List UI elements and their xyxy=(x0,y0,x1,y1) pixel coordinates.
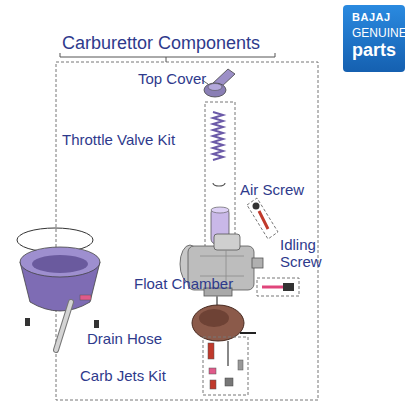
air-screw-head xyxy=(253,203,260,210)
brand-text: BAJAJ xyxy=(352,11,405,23)
clip-part xyxy=(213,183,225,186)
bolt-part xyxy=(80,295,91,300)
group-frame xyxy=(56,62,318,400)
filter-housing-inner xyxy=(32,255,88,273)
top-cover-cap xyxy=(208,84,222,91)
part-label: Float Chamber xyxy=(134,275,233,292)
drain-hose-part xyxy=(56,302,71,350)
float-needle xyxy=(216,296,218,306)
jet-part xyxy=(210,380,216,389)
drain-hose-outline xyxy=(56,302,71,350)
float-chamber-part xyxy=(192,305,244,341)
screw-part xyxy=(25,318,99,328)
part-label: Throttle Valve Kit xyxy=(62,131,175,148)
air-screw-part xyxy=(259,211,268,229)
jet-part xyxy=(209,368,216,374)
jet-part xyxy=(225,378,233,386)
top-cover-part xyxy=(204,83,226,97)
carb-nozzle xyxy=(252,258,263,268)
part-label: Air Screw xyxy=(240,181,304,198)
brand-text: GENUINE xyxy=(352,27,405,40)
jet-part xyxy=(238,360,243,370)
idling-screw-part xyxy=(262,286,283,289)
brand-badge: BAJAJ GENUINEparts xyxy=(343,5,405,72)
part-label: Drain Hose xyxy=(87,330,162,347)
part-label: Top Cover xyxy=(138,70,206,87)
screw-frame xyxy=(247,198,278,239)
screw-frame xyxy=(257,278,299,296)
filter-housing-rim xyxy=(20,247,100,277)
gasket-part xyxy=(240,332,256,334)
throttle-valve-top xyxy=(211,207,229,213)
diagram-title: Carburettor Components xyxy=(62,33,260,54)
jet-needle xyxy=(227,341,229,366)
part-label: Carb Jets Kit xyxy=(80,367,166,384)
spring-part xyxy=(213,112,223,160)
float-chamber-inner xyxy=(199,309,229,327)
kit-frame xyxy=(203,337,248,395)
title-bracket xyxy=(60,53,275,62)
brand-text: parts xyxy=(352,41,405,61)
kit-frame xyxy=(205,102,235,252)
jet-part xyxy=(208,343,214,359)
carb-boss xyxy=(214,234,240,250)
part-label: Idling Screw xyxy=(280,236,336,271)
idling-screw-head xyxy=(283,283,294,291)
